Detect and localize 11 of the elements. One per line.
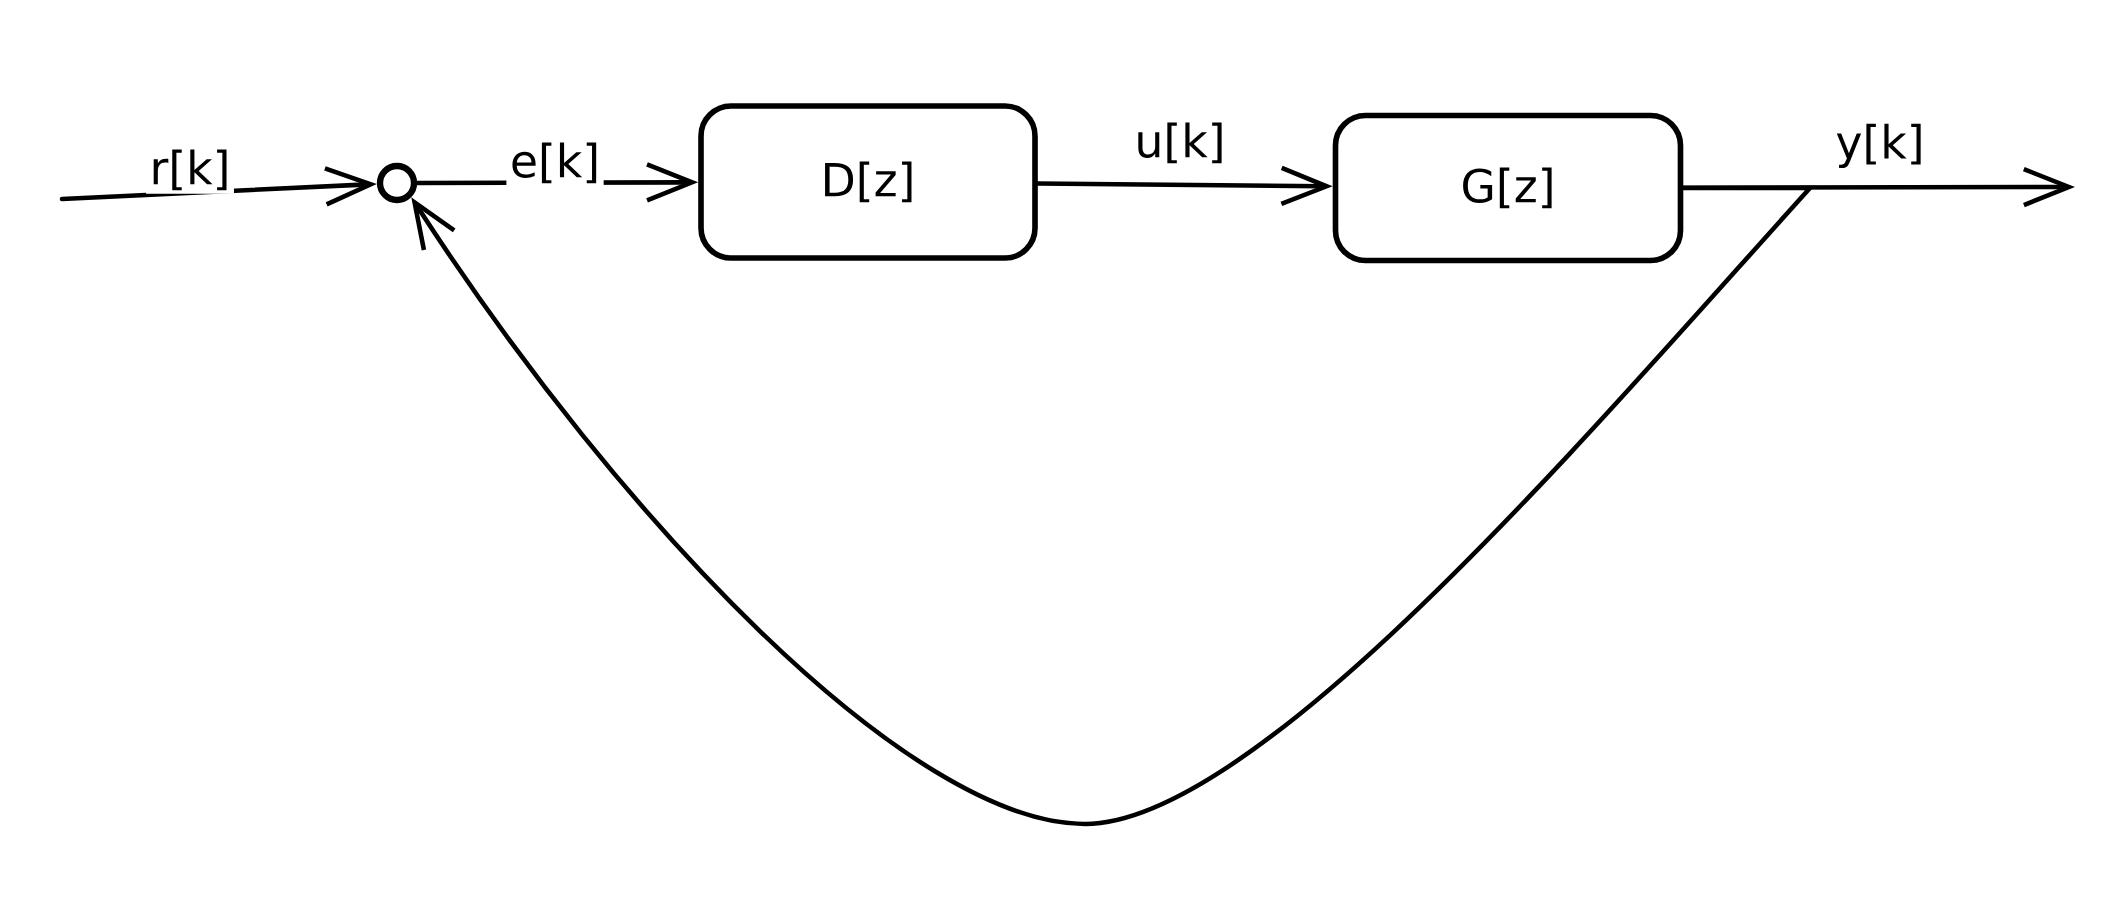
arrow — [59, 166, 377, 207]
arrow — [411, 185, 1813, 827]
edge-label: r[k] — [153, 149, 227, 191]
block-box: D[z] — [698, 103, 1038, 261]
edge-label: u[k] — [1138, 122, 1222, 164]
arrow — [1681, 166, 2075, 208]
block-box: G[z] — [1332, 112, 1684, 264]
edge-label: y[k] — [1836, 123, 1921, 169]
arrow — [1035, 165, 1333, 206]
summing-junction — [376, 162, 418, 204]
edge-label: e[k] — [512, 142, 597, 184]
